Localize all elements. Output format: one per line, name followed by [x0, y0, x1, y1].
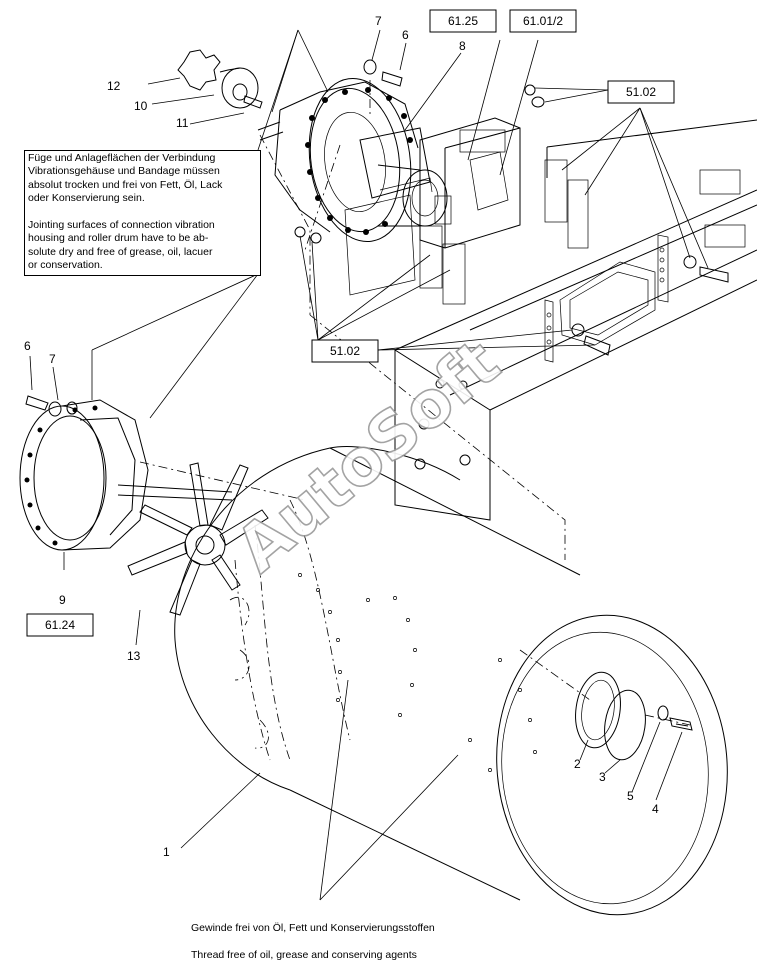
thread-note: Gewinde frei von Öl, Fett und Konservier…: [191, 909, 531, 976]
ref-61-01-2: 61.01/2: [523, 14, 563, 28]
lower-vibration-housing: [19, 399, 233, 551]
upper-vibration-housing: [257, 78, 448, 242]
bolts-washers: [25, 59, 729, 417]
ref-61-25: 61.25: [448, 14, 478, 28]
thread-note-german: Gewinde frei von Öl, Fett und Konservier…: [191, 922, 435, 935]
callout-11: 11: [176, 116, 189, 130]
callout-4: 4: [652, 802, 659, 816]
assembly-note-english: Jointing surfaces of connection vibratio…: [28, 219, 215, 272]
callout-8: 8: [459, 39, 466, 53]
housing-bolt-holes: [305, 87, 413, 235]
callout-7-top: 7: [375, 14, 382, 28]
thread-note-english: Thread free of oil, grease and conservin…: [191, 949, 417, 962]
drum-holes: [298, 573, 537, 772]
ref-51-02-mid: 51.02: [330, 344, 360, 358]
ref-61-24: 61.24: [45, 618, 75, 632]
ref-51-02-top: 51.02: [626, 85, 656, 99]
machine-frame: [394, 119, 757, 521]
callout-10: 10: [134, 99, 148, 113]
callout-6-left: 6: [24, 339, 31, 353]
callout-6-top: 6: [402, 28, 409, 42]
callout-12: 12: [107, 79, 121, 93]
callout-5: 5: [627, 789, 634, 803]
fan-impeller: [127, 462, 269, 616]
assembly-center-lines: [139, 80, 691, 726]
leader-lines: [29, 29, 709, 901]
callout-numbers: 1 2 3 4 5 6 6 7 7 8 9 10 11 12 13: [24, 14, 659, 859]
callout-3: 3: [599, 770, 606, 784]
callout-7-left: 7: [49, 352, 56, 366]
assembly-note-box: Füge und Anlageflächen der Verbindung Vi…: [24, 150, 261, 276]
rubber-buffer-brackets: [344, 117, 589, 305]
reference-boxes: 61.25 61.01/2 51.02 51.02 61.24: [26, 9, 675, 637]
coupling-parts: [177, 49, 263, 109]
watermark-text: AutoSoft: [223, 326, 514, 587]
callout-9: 9: [59, 593, 66, 607]
roller-drum: [174, 446, 728, 916]
cover-plate-parts: [575, 671, 693, 761]
assembly-note-german: Füge und Anlageflächen der Verbindung Vi…: [28, 152, 223, 205]
callout-13: 13: [127, 649, 141, 663]
callout-1: 1: [163, 845, 170, 859]
callout-2: 2: [574, 757, 581, 771]
lower-housing-bolt-holes: [24, 405, 98, 546]
